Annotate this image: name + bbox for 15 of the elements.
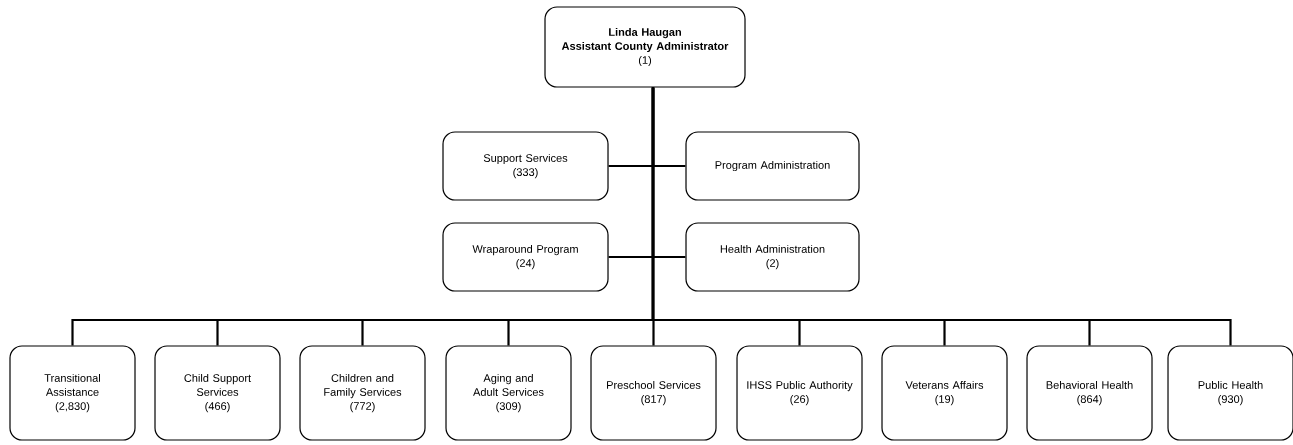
org-box: Transitional Assistance (2,830) (9, 345, 136, 441)
org-box: Behavioral Health (864) (1026, 345, 1153, 441)
org-box: Program Administration (685, 131, 860, 201)
org-box: Veterans Affairs (19) (881, 345, 1008, 441)
org-box: Child Support Services (466) (154, 345, 281, 441)
org-box: Aging and Adult Services (309) (445, 345, 572, 441)
org-box: Support Services (333) (442, 131, 609, 201)
org-box: IHSS Public Authority (26) (736, 345, 863, 441)
org-box: Preschool Services (817) (590, 345, 717, 441)
org-box: Linda Haugan Assistant County Administrator (1) (544, 6, 746, 88)
connector-line (651, 87, 1232, 346)
org-box: Wraparound Program (24) (442, 222, 609, 292)
org-box: Health Administration (2) (685, 222, 860, 292)
org-box: Public Health (930) (1167, 345, 1293, 441)
org-box: Children and Family Services (772) (299, 345, 426, 441)
